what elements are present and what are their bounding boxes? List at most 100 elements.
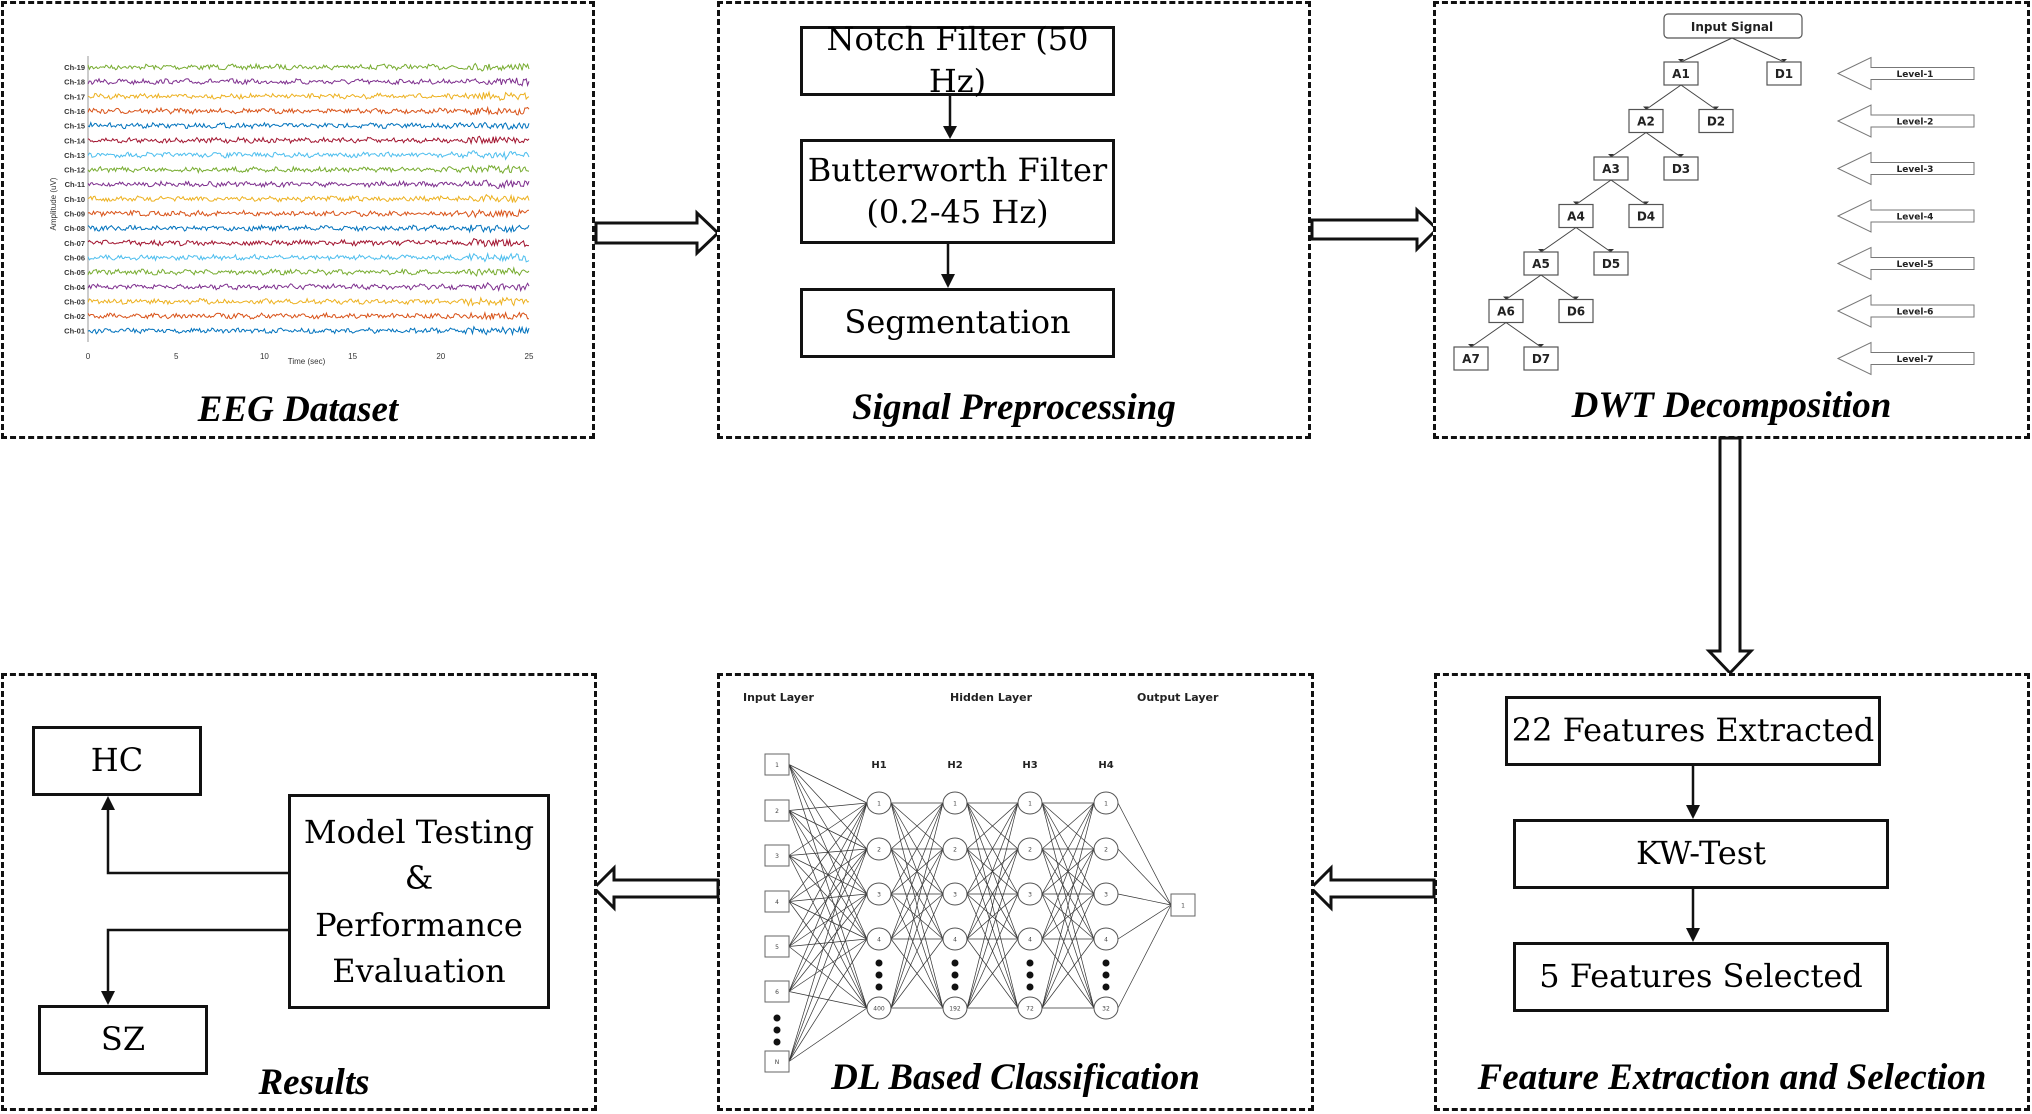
channel-trace <box>87 237 529 248</box>
nn-edge <box>890 848 944 940</box>
channel-label: Ch-05 <box>64 268 85 277</box>
dwt-edge <box>1645 84 1682 110</box>
dwt-approx-node-label: A3 <box>1602 162 1620 176</box>
channel-trace <box>87 179 530 190</box>
nn-edge <box>966 802 1019 895</box>
dwt-edge-arrowhead <box>1643 201 1649 205</box>
hidden-node <box>866 882 892 906</box>
hidden-node-label: 1 <box>1104 801 1108 808</box>
class-hc-box: HC <box>32 726 202 796</box>
hidden-node <box>942 791 968 815</box>
dwt-detail-node-label: D3 <box>1672 162 1690 176</box>
dwt-detail-node <box>1593 251 1629 276</box>
ellipsis-dot <box>773 1026 781 1034</box>
hidden-node <box>942 837 968 861</box>
panel-title-preprocessing: Signal Preprocessing <box>852 387 1176 428</box>
x-tick-label: 10 <box>260 352 269 361</box>
input-node-label: 5 <box>775 944 779 951</box>
hidden-node <box>1017 882 1043 906</box>
channel-trace <box>87 164 530 175</box>
dwt-detail-node <box>1628 203 1664 229</box>
dwt-detail-node <box>1698 108 1734 134</box>
eeg-chart: Ch-19Ch-18Ch-17Ch-16Ch-15Ch-14Ch-13Ch-12… <box>49 56 534 366</box>
dwt-detail-node-label: D7 <box>1532 352 1550 366</box>
level-arrow-icon <box>1836 246 1975 281</box>
dwt-approx-node-label: A6 <box>1497 305 1515 319</box>
channel-label: Ch-18 <box>64 78 85 87</box>
panel-title-dwt: DWT Decomposition <box>1571 385 1892 426</box>
channel-trace <box>87 150 530 161</box>
dwt-edge-arrowhead <box>1608 154 1614 157</box>
channel-trace <box>87 193 530 204</box>
dwt-detail-node-label: D6 <box>1567 305 1585 319</box>
channel-label: Ch-17 <box>64 92 85 101</box>
nn-edge <box>788 802 868 902</box>
step-segmentation: Segmentation <box>800 288 1115 358</box>
nn-edge <box>788 848 868 992</box>
hidden-node <box>866 996 892 1020</box>
nn-edge <box>1041 848 1095 940</box>
nn-edge <box>788 764 868 1009</box>
nn-edge <box>788 893 868 992</box>
hidden-node-label: 2 <box>1028 847 1032 854</box>
dwt-edge-arrowhead <box>1643 106 1649 110</box>
hidden-node <box>1093 927 1119 951</box>
channel-trace <box>87 281 530 293</box>
dwt-detail-node-label: D4 <box>1637 210 1655 224</box>
dwt-edge-arrowhead <box>1678 59 1684 62</box>
hidden-node-label: 3 <box>877 892 881 899</box>
label-hidden-layer: Hidden Layer <box>950 691 1032 704</box>
ellipsis-dot <box>1026 959 1034 967</box>
panel-feature-extraction: 22 Features Extracted KW-Test 5 Features… <box>1434 673 2030 1111</box>
dwt-detail-node-label: D5 <box>1602 257 1620 271</box>
input-node <box>764 890 790 913</box>
hidden-layer-name: H4 <box>1098 760 1113 771</box>
channel-label: Ch-03 <box>64 297 85 306</box>
step-butterworth-filter: Butterworth Filter (0.2-45 Hz) <box>800 139 1115 244</box>
dwt-edge <box>1575 227 1612 253</box>
input-node-label: 2 <box>775 808 779 815</box>
dwt-edge <box>1610 132 1647 158</box>
ellipsis-dot <box>1102 983 1110 991</box>
hidden-node-label: 1 <box>877 801 881 808</box>
channel-trace <box>87 90 530 102</box>
channel-label: Ch-01 <box>64 327 85 336</box>
level-arrow-icon <box>1836 199 1975 233</box>
channel-trace <box>87 121 530 130</box>
class-sz-box: SZ <box>38 1005 208 1075</box>
hidden-node-label: 1 <box>1028 801 1032 808</box>
hidden-node-label: 2 <box>877 847 881 854</box>
nn-edge <box>1117 904 1172 940</box>
hidden-node-label: 4 <box>953 937 957 944</box>
hidden-node-label: 4 <box>1104 937 1108 944</box>
nn-edge <box>1041 938 1095 1009</box>
preprocessing-connectors <box>941 96 957 288</box>
dwt-edge <box>1540 274 1577 300</box>
nn-edge <box>1041 802 1095 895</box>
nn-edge <box>890 802 944 850</box>
ellipsis-dot <box>1026 971 1034 979</box>
output-node <box>1170 893 1196 917</box>
input-node-label: 1 <box>775 762 779 769</box>
hidden-node <box>866 837 892 861</box>
nn-edge <box>966 802 1019 850</box>
x-tick-label: 15 <box>348 352 357 361</box>
channel-label: Ch-13 <box>64 151 85 160</box>
nn-edge <box>1041 802 1095 1009</box>
ellipsis-dot <box>875 959 883 967</box>
dwt-edge <box>1680 84 1717 110</box>
level-label: Level-6 <box>1897 308 1934 318</box>
panel-results: HC SZ Model Testing & Performance Evalua… <box>1 673 597 1111</box>
hidden-node <box>1093 996 1119 1020</box>
hidden-node <box>1017 927 1043 951</box>
step-notch-filter: Notch Filter (50 Hz) <box>800 20 1115 100</box>
dwt-edge <box>1575 179 1612 205</box>
channel-trace <box>87 311 529 321</box>
nn-edge <box>788 802 868 992</box>
panel-title-features: Feature Extraction and Selection <box>1477 1057 1987 1098</box>
dwt-edge-arrowhead <box>1781 59 1787 62</box>
dwt-edge-arrowhead <box>1573 296 1579 300</box>
hidden-node <box>942 927 968 951</box>
ellipsis-dot <box>773 1038 781 1046</box>
